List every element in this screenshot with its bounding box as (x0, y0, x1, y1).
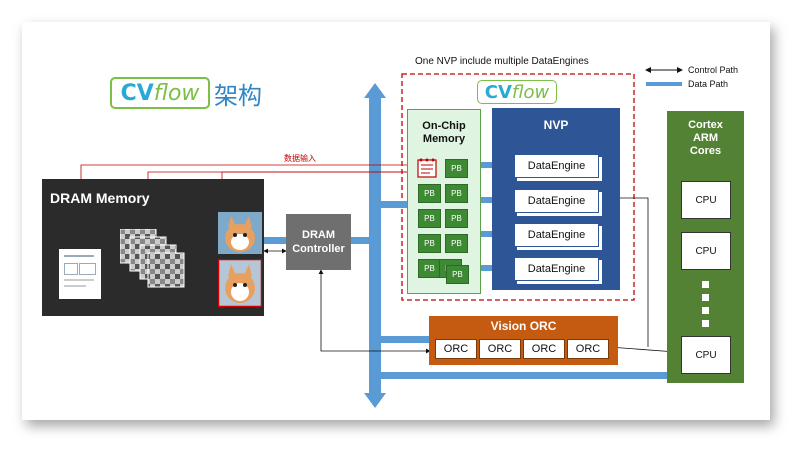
pb-block: PB (445, 184, 468, 203)
on-chip-memory-title: On-Chip Memory (408, 120, 480, 146)
on-chip-memory: On-Chip Memory PB PB PB PB PB PB PB PB P… (407, 109, 481, 294)
data-engine: DataEngine (514, 223, 599, 247)
data-engine: DataEngine (514, 257, 599, 281)
pb-block: PB (418, 184, 441, 203)
dram-memory-title: DRAM Memory (50, 190, 150, 206)
on-chip-memory-line2: Memory (422, 133, 466, 145)
cortex-title: Cortex ARM Cores (667, 119, 744, 158)
cortex-line2: ARM (692, 132, 719, 144)
ellipsis-dot (702, 281, 709, 288)
logo-flow-text: flow (153, 80, 200, 106)
dram-controller-line2: Controller (292, 243, 345, 255)
cortex-line3: Cores (689, 145, 722, 157)
data-input-label: 数据输入 (284, 154, 316, 163)
cpu-core: CPU (681, 336, 731, 374)
vision-orc-block: Vision ORC ORC ORC ORC ORC (429, 316, 618, 365)
data-input-doc-icon (417, 158, 437, 178)
legend-control-path-label: Control Path (688, 65, 739, 75)
dram-memory-block: DRAM Memory (42, 179, 264, 316)
dram-controller: DRAM Controller (286, 214, 351, 270)
ellipsis-dot (702, 294, 709, 301)
ellipsis-dot (702, 320, 709, 327)
vertical-data-bus (364, 83, 386, 408)
nvp-block: NVP DataEngine DataEngine DataEngine Dat… (492, 108, 620, 290)
cpu-core: CPU (681, 181, 731, 219)
feature-map-stack (120, 229, 185, 288)
cortex-arm-cores: Cortex ARM Cores CPU CPU CPU (667, 111, 744, 383)
page-title-suffix: 架构 (214, 82, 262, 110)
pb-block: PB (418, 209, 441, 228)
orc-unit: ORC (435, 339, 477, 359)
orc-unit: ORC (523, 339, 565, 359)
on-chip-memory-line1: On-Chip (422, 120, 466, 132)
orc-cpu-control (608, 344, 677, 355)
cat-image-bottom (218, 259, 262, 307)
pb-block: PB (445, 234, 468, 253)
pb-block: PB (418, 234, 441, 253)
orc-unit: ORC (567, 339, 609, 359)
pb-block: PB (446, 265, 469, 284)
logo-cv-text: CV (120, 80, 154, 106)
data-engine: DataEngine (514, 189, 599, 213)
nvp-group-border (401, 73, 635, 301)
document-thumbnail (59, 249, 101, 299)
ellipsis-dot (702, 307, 709, 314)
controller-orc-control (318, 269, 431, 354)
nvp-group-caption: One NVP include multiple DataEngines (415, 56, 589, 67)
legend-data-bar (646, 82, 682, 86)
logo-small-cv-text: CV (484, 81, 512, 103)
dram-controller-line1: DRAM (302, 229, 335, 241)
orc-unit: ORC (479, 339, 521, 359)
cpu-core: CPU (681, 232, 731, 270)
cortex-line1: Cortex (688, 119, 723, 131)
legend-data-path-label: Data Path (688, 79, 729, 89)
pb-block: PB (445, 159, 468, 178)
logo-small-flow-text: flow (511, 81, 550, 103)
cat-image-top (218, 212, 262, 254)
pb-block: PB (445, 209, 468, 228)
vision-orc-title: Vision ORC (490, 319, 557, 333)
pb-block: PB (418, 259, 441, 278)
data-engine: DataEngine (514, 154, 599, 178)
nvp-title: NVP (543, 118, 569, 132)
